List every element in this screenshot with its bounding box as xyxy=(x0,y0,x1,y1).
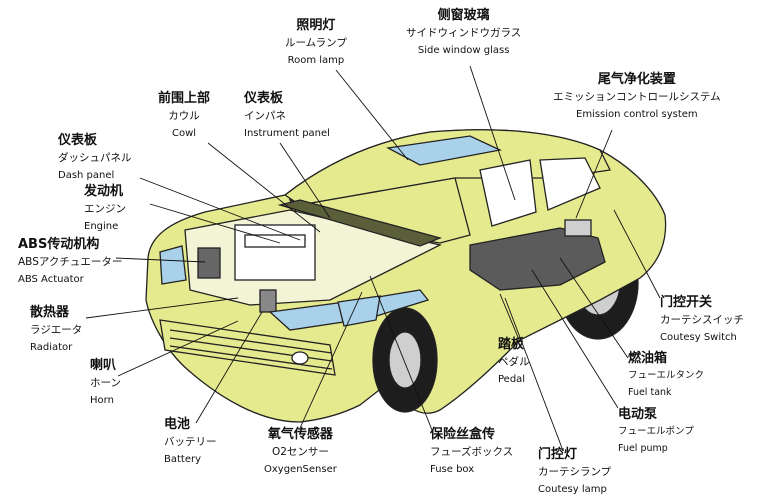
instrument-en: Instrument panel xyxy=(244,127,330,139)
label-radiator: 散热器 ラジエータ Radiator xyxy=(30,306,82,353)
label-emission: 尾气净化装置 エミッションコントロールシステム Emission control… xyxy=(553,73,721,120)
engine-ja: エンジン xyxy=(84,203,126,215)
battery-zh: 电池 xyxy=(164,417,191,432)
label-o2-sensor: 氧气传感器 O2センサー OxygenSenser xyxy=(264,428,337,475)
engine-en: Engine xyxy=(84,220,119,232)
battery-en: Battery xyxy=(164,453,202,465)
label-fuel-pump: 电动泵 フューエルポンプ Fuel pump xyxy=(618,408,694,453)
sunroof-glass xyxy=(385,135,503,166)
fuel-pump-zh: 电动泵 xyxy=(618,407,658,422)
label-fuel-tank: 燃油箱 フューエルタンク Fuel tank xyxy=(628,352,704,397)
horn-ja: ホーン xyxy=(90,377,121,389)
abs-en: ABS Actuator xyxy=(18,273,84,285)
label-battery: 电池 バッテリー Battery xyxy=(164,418,217,465)
fuse-zh: 保险丝盒传 xyxy=(430,427,496,442)
pedal-zh: 踏板 xyxy=(498,337,525,352)
side-window-front xyxy=(479,159,537,227)
side-window-rear xyxy=(539,157,601,211)
abs-ja: ABSアクチュエーター xyxy=(18,256,123,268)
battery-ja: バッテリー xyxy=(164,436,217,448)
fuel-tank-en: Fuel tank xyxy=(628,386,672,398)
courtesy-lamp-zh: 门控灯 xyxy=(538,447,578,462)
engine-zh: 发动机 xyxy=(84,184,124,199)
side-window-en: Side window glass xyxy=(417,44,510,56)
instrument-ja: インパネ xyxy=(244,110,286,122)
cowl-en: Cowl xyxy=(171,127,197,139)
label-fuse-box: 保险丝盒传 フューズボックス Fuse box xyxy=(430,428,513,475)
radiator-zh: 散热器 xyxy=(30,305,70,320)
label-side-window: 侧窗玻璃 サイドウィンドウガラス Side window glass xyxy=(406,9,521,56)
label-abs: ABS传动机构 ABSアクチュエーター ABS Actuator xyxy=(18,238,122,285)
label-instrument-panel: 仪表板 インパネ Instrument panel xyxy=(244,92,330,139)
room-lamp-en: Room lamp xyxy=(287,54,345,66)
side-window-zh: 侧窗玻璃 xyxy=(437,8,490,23)
abs-zh: ABS传动机构 xyxy=(18,237,100,252)
pedal-ja: ペダル xyxy=(498,356,530,368)
leader-lines xyxy=(85,65,661,449)
courtesy-lamp-en: Coutesy lamp xyxy=(538,483,607,495)
label-pedal: 踏板 ペダル Pedal xyxy=(498,338,530,385)
emission-en: Emission control system xyxy=(576,108,698,120)
dash-zh: 仪表板 xyxy=(58,133,98,148)
radiator-en: Radiator xyxy=(30,341,73,353)
o2-zh: 氧气传感器 xyxy=(267,427,333,442)
courtesy-switch-ja: カーテシスイッチ xyxy=(660,314,744,326)
grille xyxy=(159,319,336,376)
horn-en: Horn xyxy=(90,394,114,406)
label-room-lamp: 照明灯 ルームランプ Room lamp xyxy=(285,19,347,66)
courtesy-switch-en: Coutesy Switch xyxy=(660,331,737,343)
label-engine: 发动机 エンジン Engine xyxy=(84,185,126,232)
headlight-left xyxy=(159,245,187,285)
horn-zh: 喇叭 xyxy=(90,358,117,373)
instrument-zh: 仪表板 xyxy=(244,91,284,106)
side-window-ja: サイドウィンドウガラス xyxy=(406,27,522,39)
room-lamp-zh: 照明灯 xyxy=(296,18,336,33)
label-courtesy-switch: 门控开关 カーテシスイッチ Coutesy Switch xyxy=(660,296,744,343)
dash-en: Dash panel xyxy=(58,169,115,181)
cowl-panel xyxy=(277,199,443,247)
dash-ja: ダッシュパネル xyxy=(58,152,132,164)
courtesy-lamp-ja: カーテシランプ xyxy=(538,466,612,478)
o2-en: OxygenSenser xyxy=(264,463,337,475)
abs-unit xyxy=(197,247,221,279)
car-illustration xyxy=(145,129,667,423)
fuel-tank-ja: フューエルタンク xyxy=(628,370,705,381)
label-courtesy-lamp: 门控灯 カーテシランプ Coutesy lamp xyxy=(538,448,611,495)
fog-lamp xyxy=(291,351,309,365)
cowl-ja: カウル xyxy=(168,110,200,122)
label-horn: 喇叭 ホーン Horn xyxy=(90,359,121,406)
headlight-right xyxy=(337,295,381,327)
o2-ja: O2センサー xyxy=(271,446,329,458)
engine-block xyxy=(234,224,316,281)
fuel-pump-ja: フューエルポンプ xyxy=(618,426,694,437)
cowl-zh: 前围上部 xyxy=(158,91,211,106)
radiator-ja: ラジエータ xyxy=(30,324,83,336)
pedal-en: Pedal xyxy=(498,373,526,385)
emission-box xyxy=(564,219,592,237)
emission-ja: エミッションコントロールシステム xyxy=(553,91,721,103)
courtesy-switch-zh: 门控开关 xyxy=(660,295,713,310)
fuse-en: Fuse box xyxy=(430,463,475,475)
fuse-ja: フューズボックス xyxy=(430,446,514,458)
battery-unit xyxy=(259,289,277,313)
emission-zh: 尾气净化装置 xyxy=(597,72,676,87)
room-lamp-ja: ルームランプ xyxy=(285,37,347,49)
fuel-tank-zh: 燃油箱 xyxy=(628,351,668,366)
label-dash-panel: 仪表板 ダッシュパネル Dash panel xyxy=(58,134,132,181)
label-cowl: 前围上部 カウル Cowl xyxy=(158,92,210,139)
fuel-pump-en: Fuel pump xyxy=(618,442,668,454)
